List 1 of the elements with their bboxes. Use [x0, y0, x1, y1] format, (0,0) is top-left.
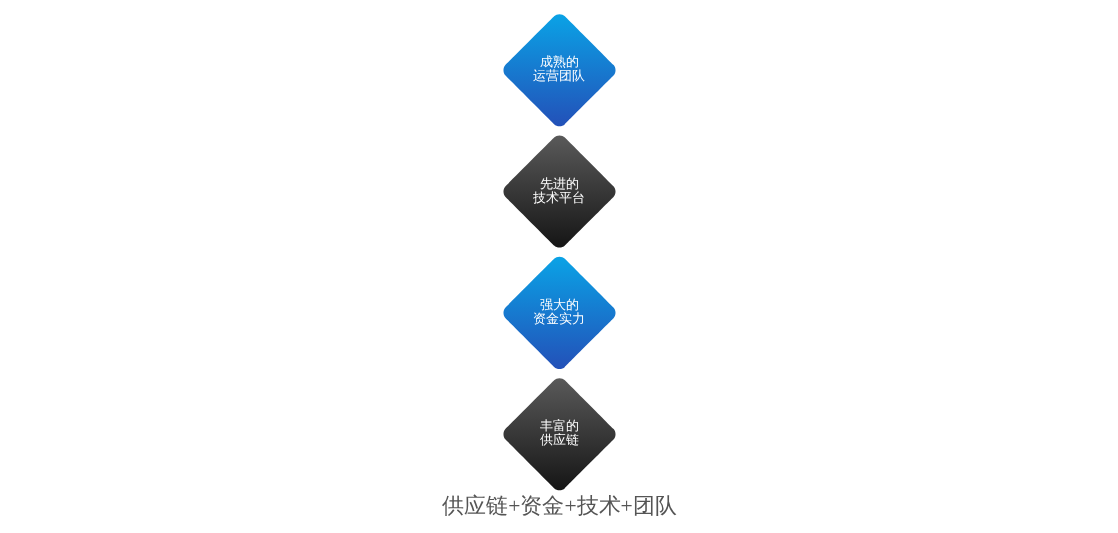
caption: 供应链+资金+技术+团队: [441, 494, 677, 519]
